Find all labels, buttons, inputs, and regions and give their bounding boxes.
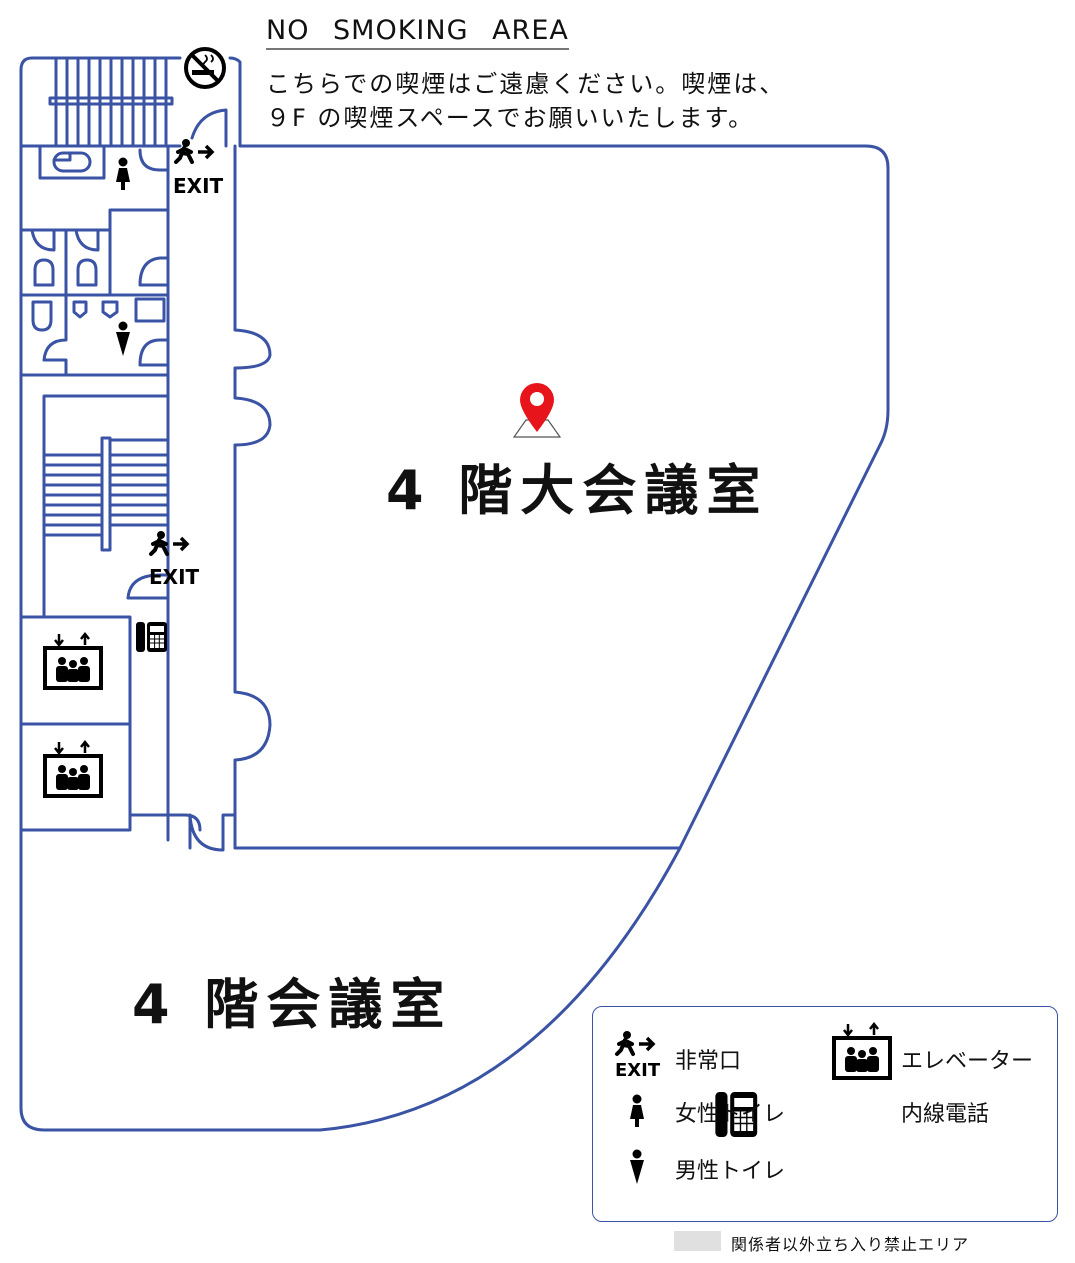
emergency-exit-icon (174, 137, 214, 164)
legend-label-womens: 女性トイレ (675, 1102, 786, 1127)
legend-label-mens: 男性トイレ (675, 1159, 786, 1184)
legend-label-phone: 内線電話 (901, 1102, 990, 1127)
legend: 非常口 女性トイレ 男性トイレ エレベーター 内線電話 (592, 1006, 1058, 1222)
extension-phone-icon (135, 621, 168, 653)
room-label-large-hall[interactable]: 4 階大会議室 (386, 459, 769, 522)
exit-label: EXIT (149, 565, 200, 589)
restricted-area-label: 関係者以外立ち入り禁止エリア (731, 1235, 970, 1254)
no-smoking-notice-line: こちらでの喫煙はご遠慮ください。喫煙は、 (266, 70, 786, 98)
no-smoking-icon (184, 47, 226, 89)
no-smoking-notice-line: ９F の喫煙スペースでお願いいたします。 (266, 104, 755, 132)
elevator-icon (43, 740, 103, 798)
location-pin-icon (512, 382, 562, 438)
exit-label: EXIT (173, 174, 224, 198)
stairs-top (48, 56, 174, 148)
room-label-hall[interactable]: 4 階会議室 (132, 973, 453, 1036)
elevator-icon (43, 632, 103, 690)
no-smoking-title: NO SMOKING AREA (266, 14, 569, 50)
legend-label-exit: 非常口 (675, 1049, 742, 1074)
mens-restroom-icon (116, 321, 130, 356)
legend-exit-text: EXIT (615, 1060, 661, 1081)
womens-restroom-icon (116, 157, 130, 190)
restricted-area-swatch (674, 1231, 721, 1251)
stairs-middle (42, 394, 170, 617)
legend-label-elevator: エレベーター (901, 1049, 1034, 1074)
building-outline (19, 56, 890, 1132)
